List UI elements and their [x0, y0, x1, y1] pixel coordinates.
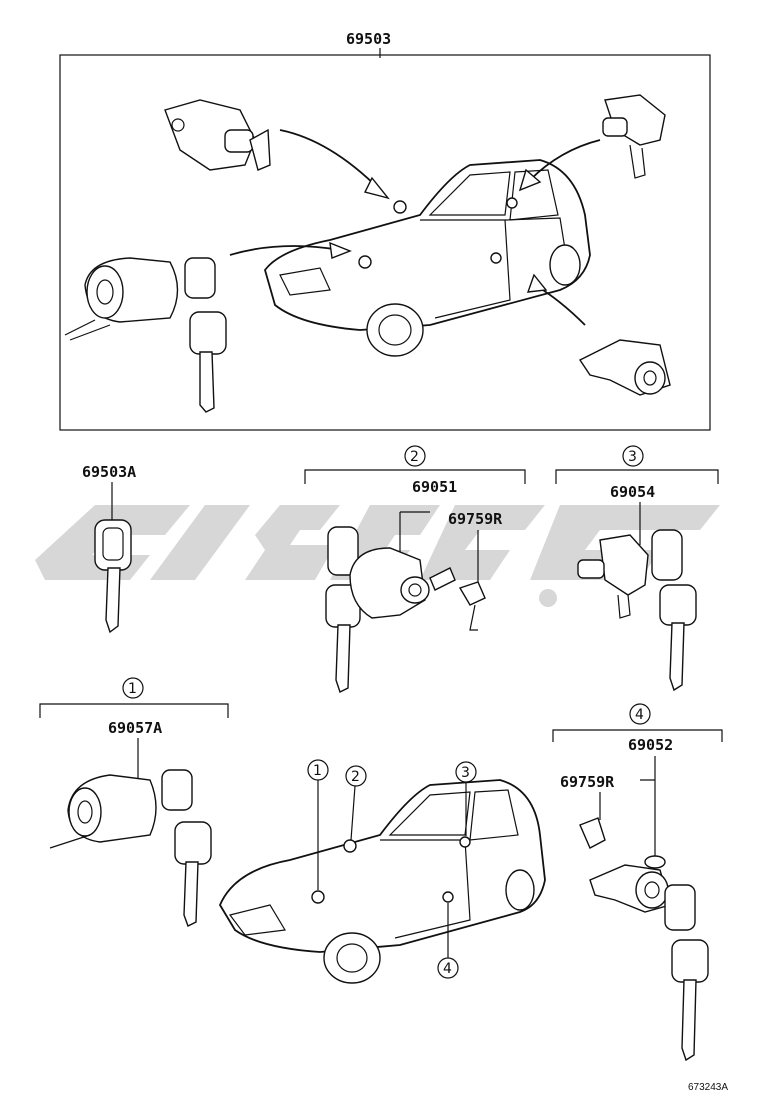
- cylinder-4-part-number: 69052: [628, 736, 673, 754]
- cylinder-1-assembly: [49, 769, 212, 927]
- callout-3-label: 3: [628, 449, 637, 465]
- cylinder-2-part-number: 69051: [412, 478, 457, 496]
- cylinder-4-leaders: [599, 756, 656, 860]
- cylinder-3-assembly: [577, 529, 697, 692]
- car-callout-4-label: 4: [443, 961, 452, 977]
- reference-code: 673243A: [688, 1082, 728, 1093]
- top-door-lock-part: [164, 99, 271, 171]
- cylinder-1-part-number: 69057A: [108, 719, 162, 737]
- top-ignition-cylinder-part: [64, 257, 179, 341]
- cylinder-3-part-number: 69054: [610, 483, 655, 501]
- cylinder-2-assembly: [325, 526, 486, 693]
- watermark-logo: [35, 505, 720, 607]
- callout-2: [404, 445, 426, 467]
- car-callout-2-label: 2: [351, 769, 360, 785]
- cylinder-4-assembly: [579, 817, 709, 1062]
- top-side-door-lock-part: [578, 339, 671, 396]
- car-bottom-illustration: [218, 779, 546, 984]
- cylinder-2-sub-part-number: 69759R: [448, 510, 503, 528]
- callout-4-label: 4: [635, 707, 644, 723]
- bracket-1: [39, 703, 229, 718]
- callout-1-label: 1: [128, 681, 137, 697]
- cylinder-4-sub-part-number: 69759R: [560, 773, 615, 791]
- key-blank: [94, 519, 132, 634]
- assembly-frame: [59, 54, 711, 431]
- car-top-illustration: [264, 159, 591, 357]
- bracket-4: [552, 729, 723, 742]
- car-callout-1-label: 1: [313, 763, 322, 779]
- top-back-door-lock-part: [602, 94, 666, 179]
- key-part-number: 69503A: [82, 463, 136, 481]
- callout-4: [629, 703, 651, 725]
- title-part-number: 69503: [346, 30, 391, 48]
- car-callout-2: [345, 765, 367, 787]
- bracket-2: [304, 469, 526, 484]
- callout-3: [622, 445, 644, 467]
- car-callout-3-label: 3: [461, 765, 470, 781]
- arrows: [229, 129, 601, 326]
- car-callout-2-leader: [350, 785, 356, 841]
- callout-1: [122, 677, 144, 699]
- callout-2-label: 2: [410, 449, 419, 465]
- bracket-3: [555, 469, 719, 484]
- top-key-pair: [184, 257, 227, 413]
